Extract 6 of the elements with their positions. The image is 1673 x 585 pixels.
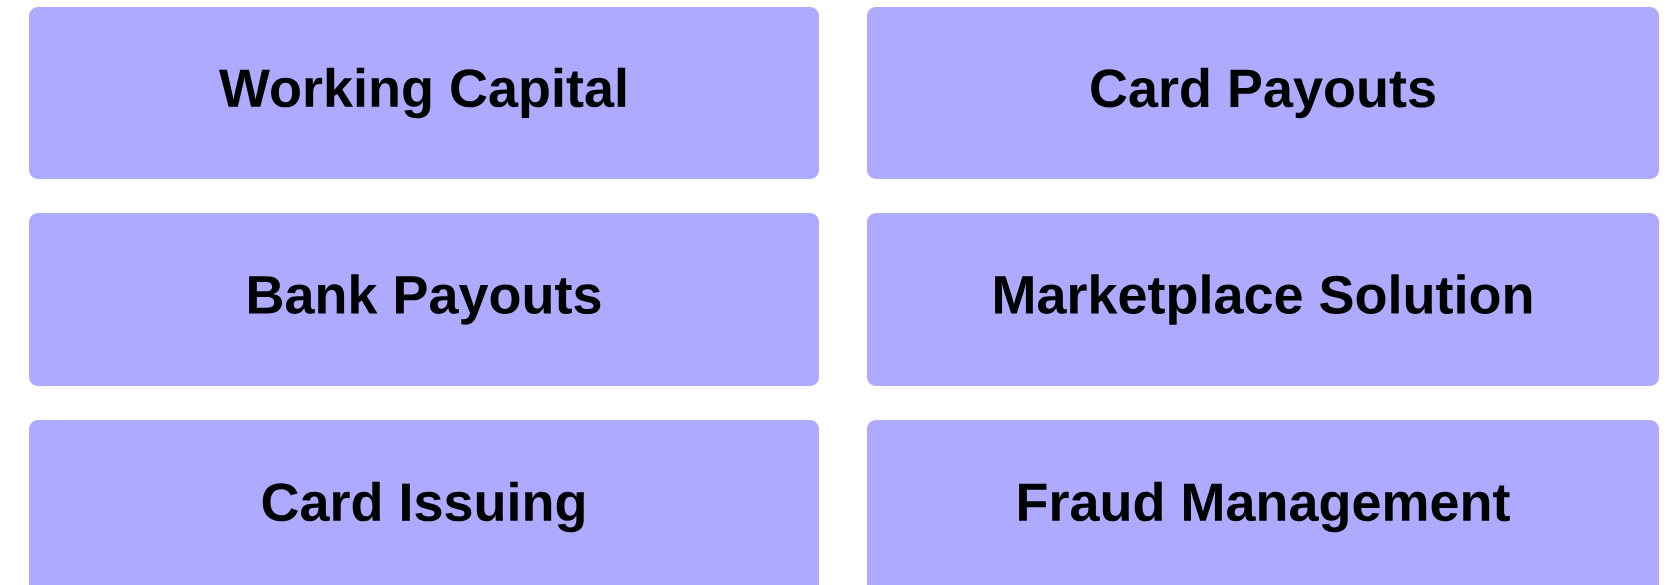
service-box: Marketplace Solution	[867, 213, 1659, 386]
service-box: Card Payouts	[867, 7, 1659, 179]
service-box: Card Issuing	[29, 420, 819, 585]
service-box: Bank Payouts	[29, 213, 819, 386]
service-box: Fraud Management	[867, 420, 1659, 585]
service-box: Working Capital	[29, 7, 819, 179]
